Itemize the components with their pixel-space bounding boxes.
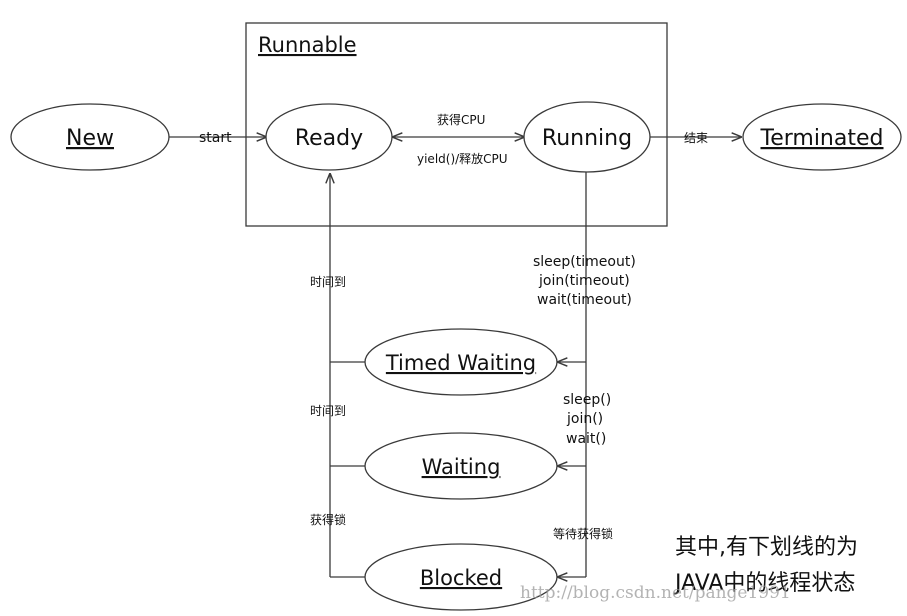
state-timed-waiting: Timed Waiting — [364, 328, 558, 396]
state-timed-waiting-label: Timed Waiting — [385, 351, 536, 375]
edge-label-start: start — [199, 130, 232, 146]
state-terminated-label: Terminated — [760, 126, 884, 151]
edge-label-time-up-2: 时间到 — [310, 404, 346, 418]
runnable-label: Runnable — [258, 33, 357, 57]
call-3: wait() — [566, 431, 606, 447]
edge-label-time-up-1: 时间到 — [310, 275, 346, 289]
state-waiting-label: Waiting — [422, 455, 501, 479]
edge-label-get-cpu: 获得CPU — [437, 112, 485, 127]
state-blocked-label: Blocked — [420, 566, 502, 590]
timed-call-2: join(timeout) — [538, 273, 630, 289]
timed-call-1: sleep(timeout) — [533, 254, 636, 270]
state-blocked: Blocked — [364, 543, 558, 611]
state-ready: Ready — [265, 103, 393, 171]
state-new-label: New — [66, 126, 114, 151]
state-running-label: Running — [542, 126, 632, 151]
state-new: New — [10, 103, 170, 171]
note-line-2: JAVA中的线程状态 — [673, 571, 855, 596]
state-running: Running — [523, 101, 651, 173]
watermark: http://blog.csdn.net/pange1991 — [520, 583, 791, 603]
edge-label-end: 结束 — [684, 131, 708, 145]
edge-label-wait-lock: 等待获得锁 — [553, 526, 613, 541]
state-terminated: Terminated — [742, 103, 902, 171]
call-2: join() — [566, 411, 603, 427]
runnable-container — [245, 22, 668, 227]
edge-label-yield: yield()/释放CPU — [417, 151, 508, 166]
state-ready-label: Ready — [295, 126, 363, 151]
timed-call-3: wait(timeout) — [537, 292, 632, 308]
edge-label-got-lock: 获得锁 — [310, 512, 346, 527]
state-waiting: Waiting — [364, 432, 558, 500]
note-line-1: 其中,有下划线的为 — [675, 535, 858, 560]
call-1: sleep() — [563, 392, 611, 408]
